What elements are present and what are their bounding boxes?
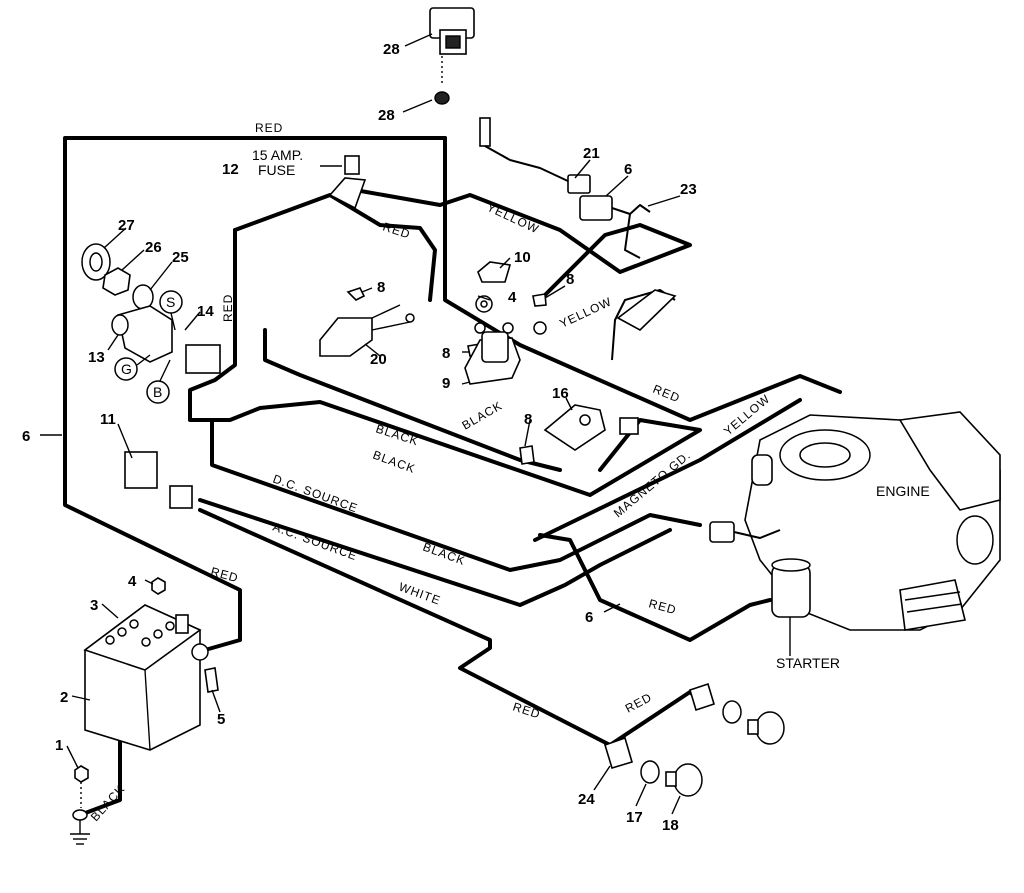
label-black-3: BLACK — [371, 448, 417, 476]
callout-25: 26 — [145, 239, 162, 256]
battery-2 — [83, 604, 202, 751]
harness-21 — [479, 117, 591, 194]
label-red-vertical: RED — [221, 294, 235, 322]
callout-27: 28 — [383, 41, 400, 58]
callout-5-connector: 6 — [624, 161, 632, 178]
callout-24: 25 — [172, 249, 189, 266]
light-pigtail — [616, 289, 677, 331]
callout-3: 3 — [90, 597, 98, 614]
label-dc-source: D.C. SOURCE — [271, 472, 360, 516]
callout-8-c: 8 — [442, 345, 450, 362]
label-red-top: RED — [255, 121, 283, 135]
gasket-18 — [640, 700, 742, 784]
nut-4-battery — [151, 577, 166, 595]
terminal-s: S — [166, 294, 175, 310]
connector-27 — [429, 7, 475, 55]
wire-yellow — [353, 188, 692, 302]
callout-17: 24 — [578, 791, 595, 808]
label-red-starter: RED — [647, 596, 678, 617]
callout-12: 12 — [222, 161, 239, 178]
callout-2: 2 — [60, 689, 68, 706]
screws-8 — [346, 287, 547, 465]
bolt-28 — [434, 56, 450, 105]
starter — [771, 558, 811, 618]
callout-8-b: 8 — [377, 279, 385, 296]
wire-black-lower — [210, 418, 702, 572]
callout-19: 18 — [662, 817, 679, 834]
callout-8-d: 8 — [524, 411, 532, 428]
leader-lines — [40, 33, 791, 815]
relay-20 — [319, 304, 415, 357]
starter-label: STARTER — [776, 655, 840, 671]
label-yellow-mid: YELLOW — [557, 294, 614, 330]
bulb-19 — [665, 711, 785, 797]
label-black-1: BLACK — [374, 422, 421, 449]
wire-black-top — [233, 193, 437, 302]
wire-red-starter — [538, 533, 772, 642]
bolt-6 — [191, 643, 219, 693]
label-black-4: BLACK — [421, 540, 467, 568]
callout-6: 5 — [217, 711, 225, 728]
ignition-switch-13 — [81, 243, 221, 374]
engine-label: ENGINE — [876, 483, 930, 499]
wire-magneto — [533, 398, 802, 542]
label-red-engine: RED — [651, 382, 683, 406]
connector-11 — [124, 451, 193, 509]
callout-5-left: 6 — [22, 428, 30, 445]
wire-dc-source — [198, 498, 672, 607]
switch-16 — [543, 404, 639, 451]
cap-10 — [477, 261, 512, 283]
wire-black-inner — [263, 328, 562, 472]
engine — [709, 411, 1001, 631]
label-ac-source: A.C. SOURCE — [271, 520, 359, 564]
callout-13: 14 — [197, 303, 214, 320]
callout-23: 23 — [680, 181, 697, 198]
callout-5-bottom: 6 — [585, 609, 593, 626]
callout-numbers: 28 28 12 21 6 23 10 8 4 8 8 9 20 8 16 14… — [22, 41, 697, 834]
callout-14: 13 — [88, 349, 105, 366]
callout-26: 27 — [118, 217, 135, 234]
label-black-ground: BLACK — [88, 782, 128, 824]
fuse-rating-label: 15 AMP. — [252, 147, 303, 163]
wire-black-harness — [188, 228, 702, 497]
callout-11: 11 — [100, 411, 116, 428]
label-red-inner: RED — [381, 220, 412, 242]
fuse-12 — [328, 155, 367, 210]
terminal-b: B — [153, 384, 162, 400]
label-black-2: BLACK — [460, 398, 505, 432]
wire-ac-source — [198, 508, 612, 747]
wire-red-top — [443, 136, 842, 422]
label-red-lights-2: RED — [623, 690, 655, 716]
terminal-g: G — [121, 361, 132, 377]
wire-red-lights — [608, 690, 702, 747]
callout-16: 16 — [552, 385, 569, 402]
ground-bolt-1 — [70, 765, 90, 845]
fuse-text-label: FUSE — [258, 162, 295, 178]
light-socket-17 — [604, 682, 715, 769]
callout-18: 17 — [626, 809, 643, 826]
connector-5-23 — [579, 195, 651, 259]
wire-red-main — [63, 136, 447, 652]
callout-10: 10 — [514, 249, 531, 266]
switch-terminal-labels: S G B — [114, 290, 183, 404]
solenoid-9 — [464, 322, 521, 385]
callout-9: 9 — [442, 375, 450, 392]
callout-8-a: 8 — [566, 271, 574, 288]
callout-28: 28 — [378, 107, 395, 124]
label-red-lights-1: RED — [511, 700, 542, 722]
callout-4-solenoid: 4 — [508, 289, 517, 306]
callout-21: 21 — [583, 145, 600, 162]
callout-20: 20 — [370, 351, 387, 368]
callout-1: 1 — [55, 737, 63, 754]
callout-4-battery: 4 — [128, 573, 137, 590]
